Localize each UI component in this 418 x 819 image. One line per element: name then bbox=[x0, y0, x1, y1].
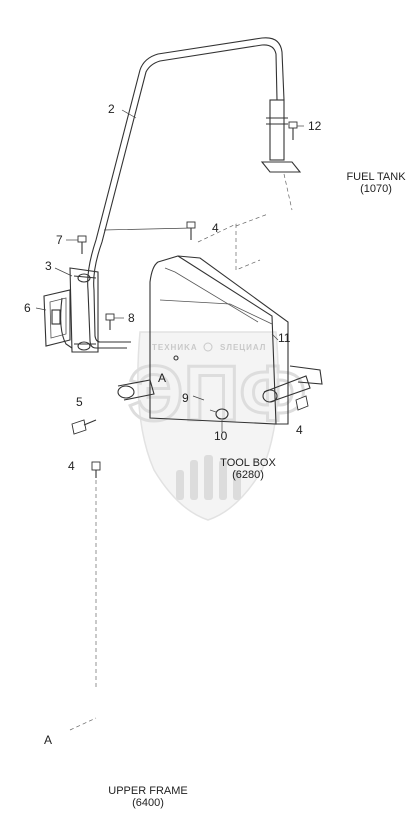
callout-4-right: 4 bbox=[296, 423, 303, 437]
mirror-bracket bbox=[69, 267, 99, 353]
upper-frame-label: UPPER FRAME bbox=[108, 785, 187, 797]
callout-4-left: 4 bbox=[68, 459, 75, 473]
watermark-shield: ЭПФ TEXHИKA SЛЕЦИАЛ bbox=[127, 331, 308, 521]
watermark-word-right: SЛЕЦИАЛ bbox=[220, 343, 266, 352]
watermark-emblem-icon bbox=[203, 342, 213, 352]
callout-4-top: 4 bbox=[212, 221, 219, 235]
cap bbox=[209, 408, 229, 420]
callout-6: 6 bbox=[24, 301, 31, 315]
mirror bbox=[43, 289, 71, 347]
lower-brackets bbox=[117, 365, 323, 403]
bolt-8 bbox=[105, 313, 115, 330]
bolt-12 bbox=[288, 121, 298, 140]
callout-3: 3 bbox=[45, 259, 52, 273]
bolt-7 bbox=[77, 235, 87, 254]
bolt-4-top bbox=[186, 221, 196, 240]
callout-9: 9 bbox=[182, 391, 189, 405]
mirror-assembly bbox=[43, 267, 99, 353]
tool-box-label: TOOL BOX bbox=[220, 457, 276, 469]
reference-a-upper: A bbox=[158, 371, 166, 385]
bolt-5 bbox=[71, 419, 97, 435]
bolt-4-left bbox=[91, 461, 101, 478]
watermark-word-left: TEXHИKA bbox=[152, 343, 198, 352]
callout-2: 2 bbox=[108, 102, 115, 116]
callout-11: 11 bbox=[278, 331, 291, 345]
reference-a-lower: A bbox=[44, 733, 52, 747]
callout-5: 5 bbox=[76, 395, 83, 409]
fuel-tank-code: (1070) bbox=[360, 183, 392, 195]
handrail-base-plate bbox=[260, 161, 302, 173]
watermark-letters: ЭПФ bbox=[128, 349, 306, 437]
upper-frame-code: (6400) bbox=[132, 797, 164, 809]
callout-8: 8 bbox=[128, 311, 135, 325]
watermark-wheat-icon bbox=[176, 455, 241, 500]
handrail bbox=[87, 37, 302, 349]
tool-box bbox=[149, 255, 289, 425]
bolt-4-right bbox=[295, 395, 309, 411]
fuel-tank-label: FUEL TANK bbox=[346, 171, 406, 183]
handrail-post bbox=[269, 99, 285, 161]
tool-box-code: (6280) bbox=[232, 469, 264, 481]
callout-12: 12 bbox=[308, 119, 322, 133]
callout-10: 10 bbox=[214, 429, 228, 443]
callout-7: 7 bbox=[56, 233, 63, 247]
